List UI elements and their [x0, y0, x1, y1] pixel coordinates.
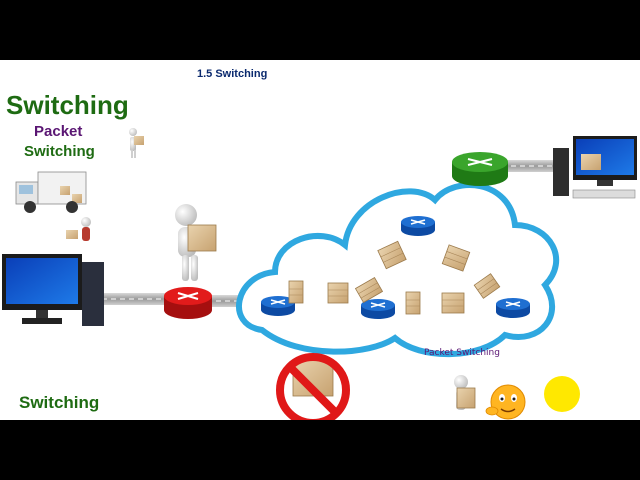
package-icon — [473, 273, 501, 299]
delivery-truck-icon — [15, 171, 91, 241]
package-icon — [405, 291, 421, 315]
package-icon — [441, 292, 465, 314]
link-left-road — [100, 293, 175, 305]
subtitle-line-2: Switching — [24, 143, 95, 160]
network-cloud — [236, 182, 560, 358]
package-icon — [327, 282, 349, 304]
package-icon — [288, 280, 304, 304]
sun-icon — [544, 376, 580, 412]
router-icon — [496, 298, 530, 318]
slide-caption: 1.5 Switching — [197, 68, 268, 80]
stick-figure-icon — [129, 128, 144, 158]
no-sign-icon — [276, 353, 350, 420]
emoji-icon — [485, 384, 526, 420]
slide: 1.5 Switching Switching Packet Switching… — [0, 60, 640, 420]
package-icon — [441, 244, 471, 272]
router-icon — [164, 287, 212, 319]
router-icon — [261, 296, 295, 316]
router-icon — [361, 299, 395, 319]
package-icon — [377, 240, 407, 270]
stick-figure-icon — [454, 375, 476, 410]
network-diagram — [2, 128, 637, 420]
router-icon — [452, 152, 508, 186]
desktop-computer-icon — [2, 254, 104, 326]
subtitle-line-1: Packet — [34, 123, 83, 140]
page-title: Switching — [6, 90, 129, 120]
cloud-label: Packet Switching — [424, 348, 500, 358]
link-right-road — [500, 160, 555, 172]
server-computer-icon — [553, 136, 637, 199]
footer-title: Switching — [19, 393, 100, 412]
package-icon — [354, 277, 384, 303]
stick-figure-icon — [175, 204, 217, 281]
router-icon — [401, 216, 435, 236]
